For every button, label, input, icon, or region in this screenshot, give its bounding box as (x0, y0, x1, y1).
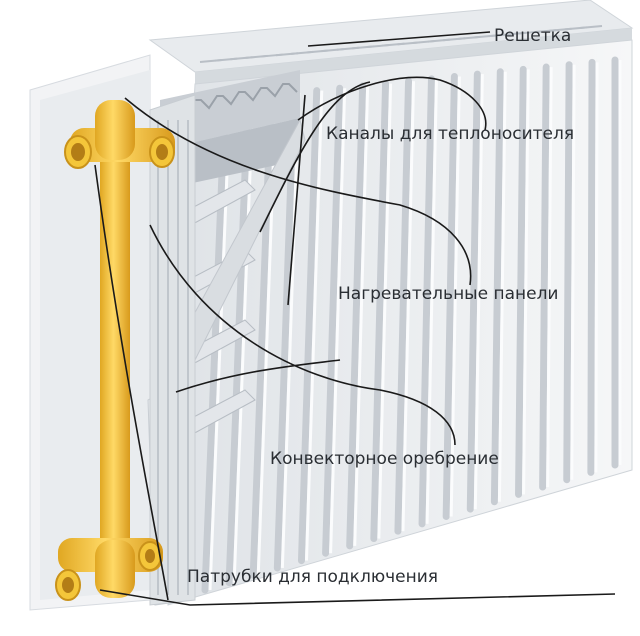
panel-rib (346, 82, 367, 550)
panel-rib-highlight (304, 90, 324, 561)
leader-channels-2 (259, 81, 371, 233)
panel-rib (515, 65, 527, 498)
panel-rib (273, 89, 298, 572)
leader-fins-1 (149, 224, 456, 446)
panel-rib-highlight (377, 83, 393, 539)
panel-rib (297, 87, 321, 565)
panel-rib-highlight (401, 81, 416, 532)
panel-rib-highlight (329, 88, 347, 554)
panel-rib (563, 61, 573, 484)
panel-ribs (201, 56, 622, 594)
leader-grille (307, 31, 491, 47)
channel-lines (157, 120, 189, 595)
panel-rib-highlight (570, 64, 576, 480)
panel-rib (539, 63, 550, 491)
leader-channels-1 (297, 76, 487, 131)
leader-lines (94, 31, 616, 606)
panel-rib (394, 77, 413, 535)
panel-rib (587, 58, 596, 476)
panel-rib-highlight (473, 74, 484, 510)
panel-rib-highlight (425, 78, 438, 524)
panel-rib-highlight (522, 69, 530, 495)
grille-slot (579, 25, 603, 29)
panel-rib (418, 75, 435, 528)
label-heating-panels: Нагревательные панели (338, 284, 559, 304)
panel-rib (466, 70, 481, 513)
label-convector-fins: Конвекторное оребрение (270, 449, 499, 469)
panel-rib-highlight (449, 76, 461, 517)
leader-pipes-2 (99, 589, 616, 606)
panel-rib (225, 94, 252, 587)
panel-rib-highlight (594, 62, 599, 473)
panel-rib (490, 68, 504, 506)
leader-fins-2 (175, 359, 341, 393)
top-grille (148, 0, 634, 84)
leader-panels-1 (124, 97, 472, 286)
panel-rib-highlight (497, 71, 507, 502)
panel-rib-highlight (232, 97, 255, 583)
panel-rib (322, 84, 344, 557)
panel-rib (249, 91, 275, 579)
panel-rib-highlight (353, 85, 370, 546)
label-connection-pipes: Патрубки для подключения (187, 567, 439, 587)
leader-pipes-1 (94, 164, 169, 601)
leader-panels-2 (287, 94, 306, 306)
connection-pipes (55, 100, 175, 601)
panel-rib (442, 72, 458, 520)
panel-rib-highlight (280, 92, 301, 568)
inner-channel-panel (149, 94, 196, 606)
panel-rib-highlight (546, 67, 553, 488)
grille-slots (199, 25, 603, 63)
label-grille: Решетка (494, 26, 572, 46)
panel-rib (370, 80, 390, 543)
label-channels: Каналы для теплоносителя (326, 124, 575, 144)
